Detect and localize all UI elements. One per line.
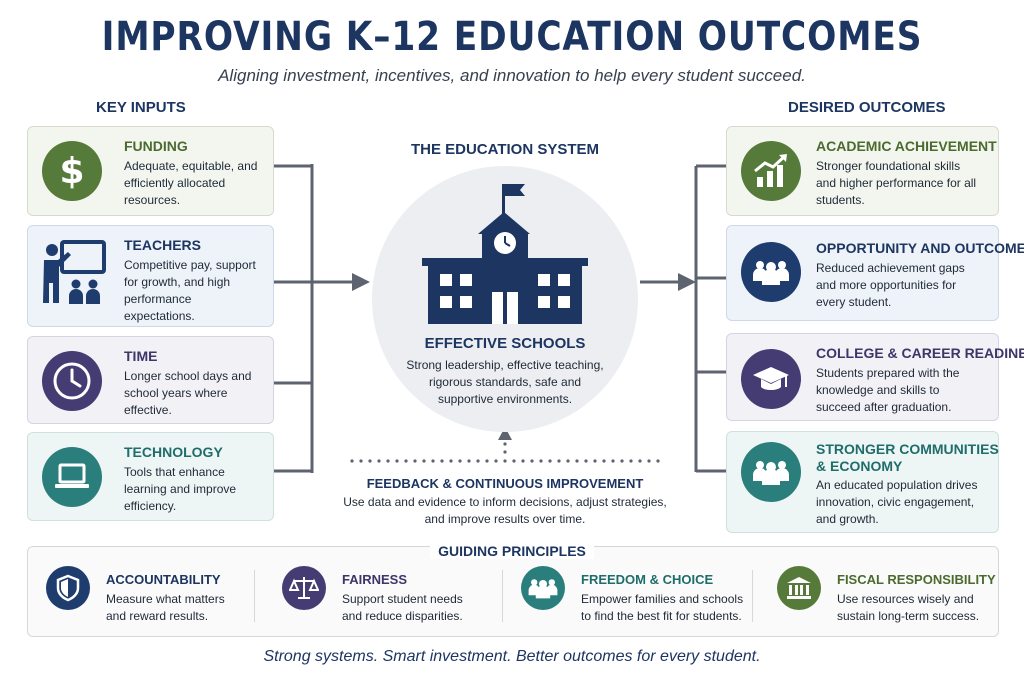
- outcome-desc: An educated population drives innovation…: [816, 478, 978, 526]
- principle-divider: [752, 570, 753, 622]
- input-desc: Competitive pay, support for growth, and…: [124, 258, 256, 323]
- outcome-card-academic: ACADEMIC ACHIEVEMENT Stronger foundation…: [726, 126, 999, 216]
- page-title: IMPROVING K–12 EDUCATION OUTCOMES: [101, 14, 923, 60]
- people-group-icon: [741, 242, 801, 302]
- input-card-teachers: TEACHERS Competitive pay, support for gr…: [27, 225, 274, 327]
- guiding-principles-heading: GUIDING PRINCIPLES: [0, 543, 1024, 559]
- principle-title: ACCOUNTABILITY: [106, 572, 221, 587]
- input-card-funding: $ FUNDING Adequate, equitable, and effic…: [27, 126, 274, 216]
- principle-divider: [502, 570, 503, 622]
- footer-tagline: Strong systems. Smart investment. Better…: [263, 648, 761, 665]
- system-heading: THE EDUCATION SYSTEM: [410, 141, 600, 158]
- outcome-desc: Stronger foundational skills and higher …: [816, 159, 977, 207]
- principle-divider: [254, 570, 255, 622]
- page-subtitle: Aligning investment, incentives, and inn…: [218, 66, 806, 85]
- input-card-technology: TECHNOLOGY Tools that enhance learning a…: [27, 432, 274, 521]
- input-title: TEACHERS: [124, 237, 202, 253]
- shield-icon: [46, 566, 90, 610]
- growth-chart-icon: [741, 141, 801, 201]
- institution-icon: [777, 566, 821, 610]
- input-desc: Longer school days and school years wher…: [124, 369, 252, 417]
- feedback-title: FEEDBACK & CONTINUOUS IMPROVEMENT: [366, 476, 644, 491]
- outcome-title-line2: & ECONOMY: [816, 458, 903, 474]
- principle-title: FAIRNESS: [342, 572, 408, 587]
- input-desc: Adequate, equitable, and efficiently all…: [124, 159, 258, 207]
- input-card-time: TIME Longer school days and school years…: [27, 336, 274, 424]
- outcome-title: STRONGER COMMUNITIES: [816, 441, 999, 457]
- school-building-icon: [420, 180, 590, 326]
- feedback-desc: Use data and evidence to inform decision…: [343, 495, 667, 526]
- desired-outcomes-heading: DESIRED OUTCOMES: [788, 99, 946, 116]
- clock-icon: [42, 351, 102, 411]
- dollar-icon: $: [42, 141, 102, 201]
- guiding-principles-panel: [27, 546, 999, 637]
- scales-icon: [282, 566, 326, 610]
- outcome-card-college: COLLEGE & CAREER READINESS Students prep…: [726, 333, 1024, 421]
- effective-schools-desc: Strong leadership, effective teaching, r…: [406, 358, 604, 406]
- outcome-card-community: STRONGER COMMUNITIES & ECONOMY An educat…: [726, 431, 999, 533]
- input-title: TECHNOLOGY: [124, 444, 223, 460]
- key-inputs-heading: KEY INPUTS: [96, 99, 186, 116]
- outcome-card-opportunity: OPPORTUNITY AND OUTCOMES Reduced achieve…: [726, 225, 1024, 321]
- teacher-icon: [38, 240, 108, 306]
- feedback-arrow-icon: [498, 427, 512, 440]
- outcome-title: ACADEMIC ACHIEVEMENT: [816, 138, 997, 154]
- input-title: TIME: [124, 348, 158, 364]
- principle-title: FISCAL RESPONSIBILITY: [837, 572, 996, 587]
- effective-schools-title: EFFECTIVE SCHOOLS: [424, 335, 586, 352]
- graduation-cap-icon: [741, 349, 801, 409]
- outcome-desc: Reduced achievement gaps and more opport…: [816, 261, 965, 309]
- arrow-to-system-icon: [352, 273, 370, 291]
- outcome-title: OPPORTUNITY AND OUTCOMES: [816, 240, 1024, 256]
- input-title: FUNDING: [124, 138, 188, 154]
- laptop-icon: [42, 447, 102, 507]
- outcome-title: COLLEGE & CAREER READINESS: [816, 345, 1024, 361]
- input-desc: Tools that enhance learning and improve …: [124, 465, 237, 513]
- principle-title: FREEDOM & CHOICE: [581, 572, 714, 587]
- arrow-to-outcomes-icon: [678, 273, 696, 291]
- outcome-desc: Students prepared with the knowledge and…: [816, 366, 960, 414]
- community-icon: [741, 442, 801, 502]
- people-icon: [521, 566, 565, 610]
